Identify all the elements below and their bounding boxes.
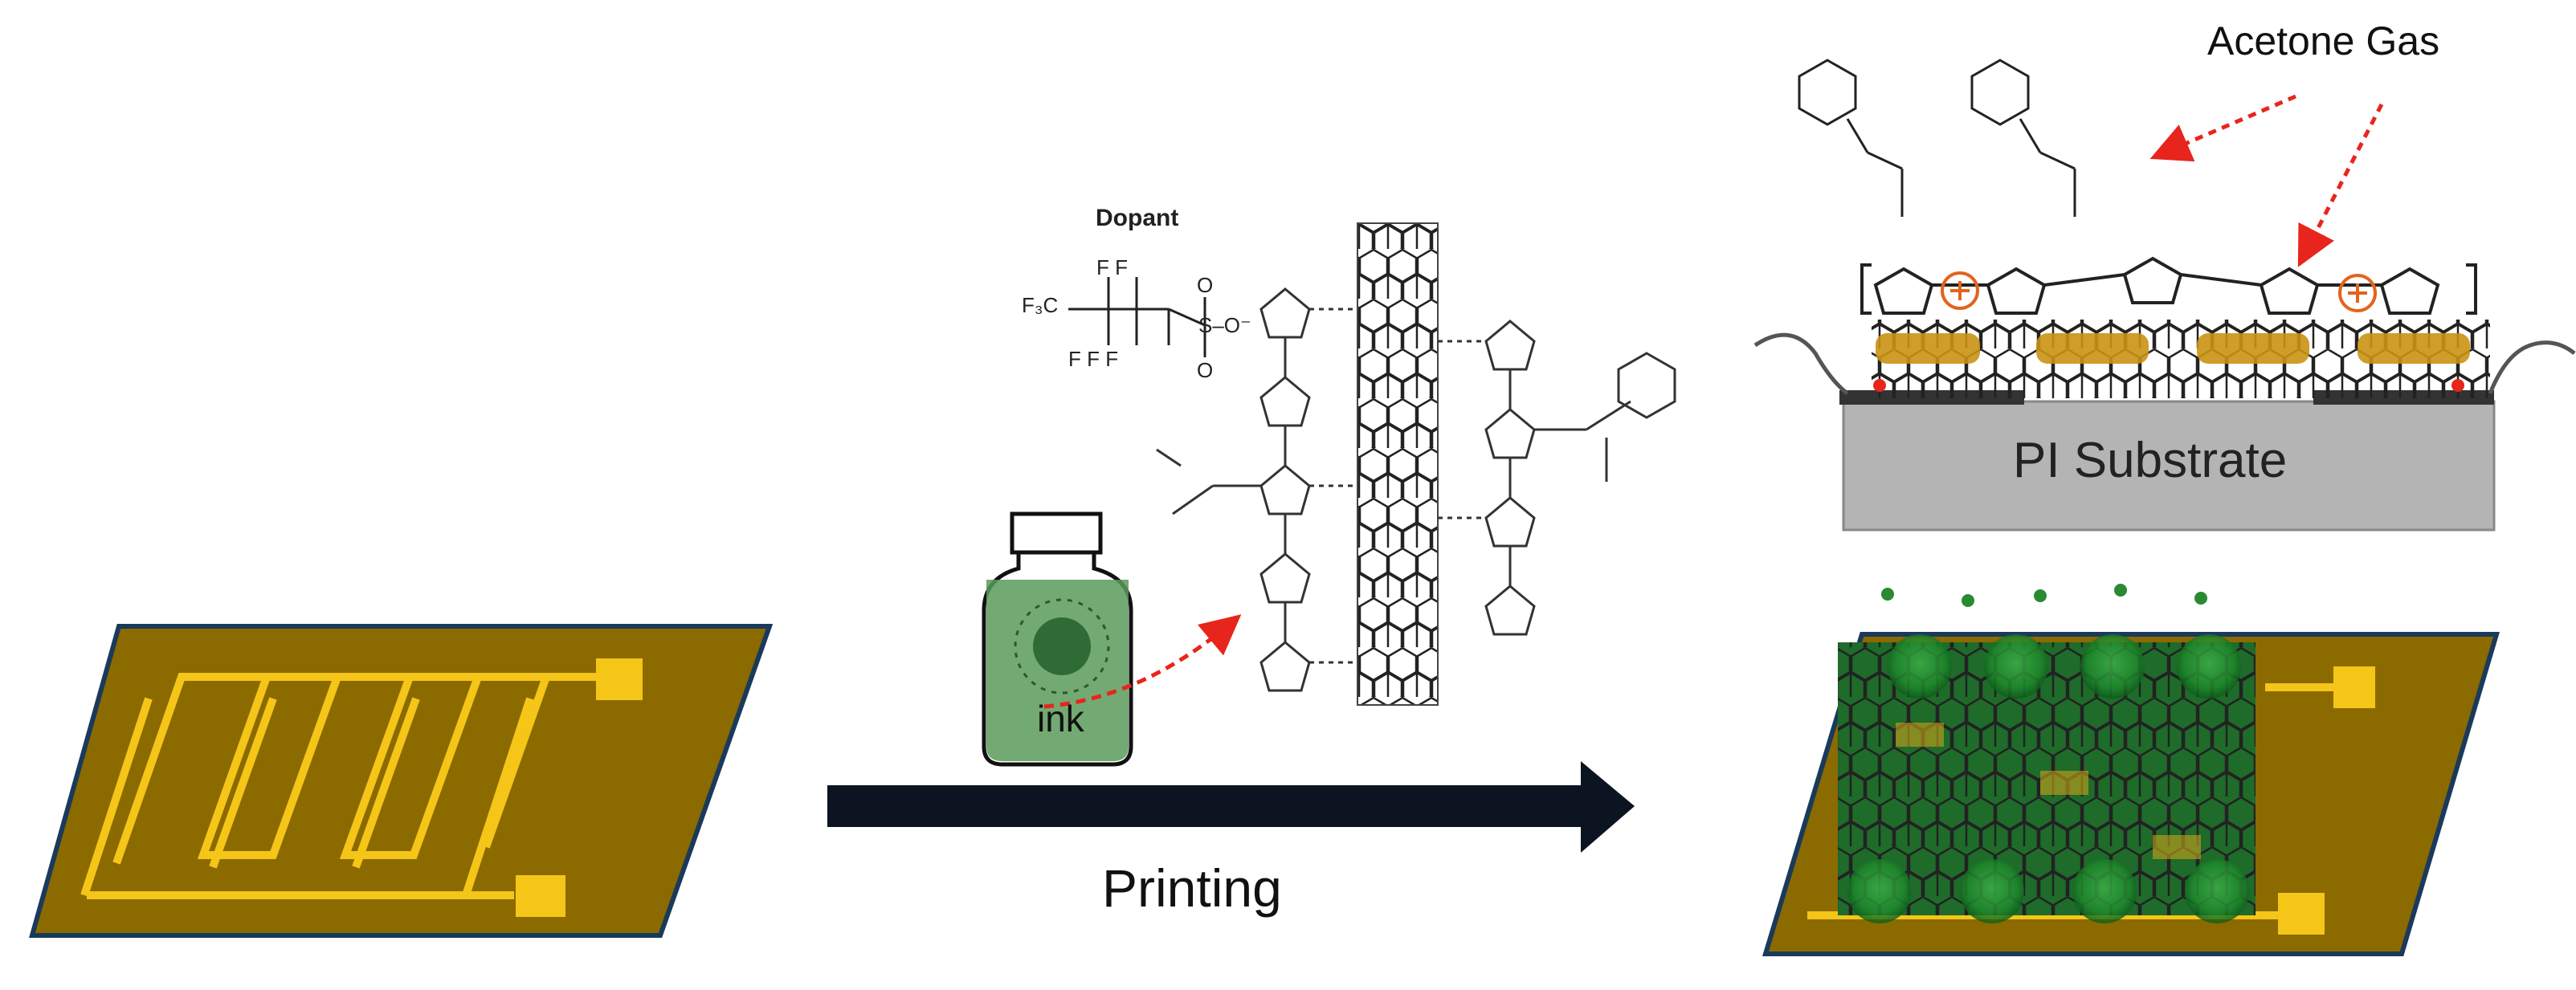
sensor-chip-icon: [1766, 584, 2496, 954]
dopant-f3c: F₃C: [1022, 293, 1058, 318]
dopant-o-top: O: [1197, 273, 1213, 298]
acetone-arrows: [2165, 96, 2382, 253]
polymer-structure-icon: [1157, 223, 1675, 705]
acetone-gas-label: Acetone Gas: [2207, 18, 2439, 64]
dopant-label: Dopant: [1096, 205, 1178, 232]
dopant-o-bottom: O: [1197, 358, 1213, 383]
dopant-f-bottom: F F F: [1068, 347, 1118, 372]
dopant-f-top: F F: [1096, 255, 1128, 280]
substrate-cross-section: [1755, 320, 2574, 530]
printing-arrow: [827, 761, 1635, 853]
dopant-so3: S–O⁻: [1198, 313, 1251, 338]
printing-label: Printing: [1102, 858, 1282, 919]
dopant-molecule: [1068, 277, 1205, 357]
ink-label: ink: [1037, 697, 1084, 740]
side-group-molecules: [1799, 60, 2075, 217]
pi-substrate-label: PI Substrate: [2013, 432, 2287, 489]
electrode-chip-icon: [32, 626, 770, 935]
polypyrrole-chain: [1862, 259, 2476, 313]
